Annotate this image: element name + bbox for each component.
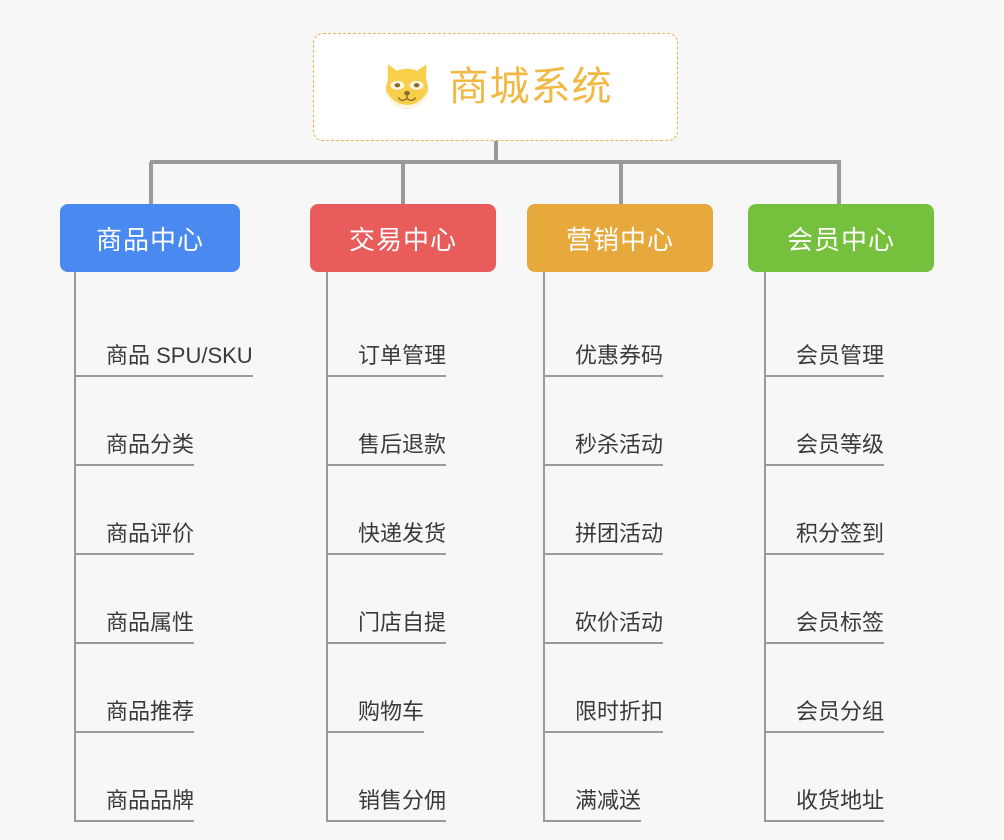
- list-item[interactable]: 商品分类: [76, 377, 280, 466]
- leaf-label: 商品属性: [76, 610, 195, 644]
- list-item[interactable]: 门店自提: [328, 555, 530, 644]
- list-item[interactable]: 商品品牌: [76, 733, 280, 822]
- list-item[interactable]: 售后退款: [328, 377, 530, 466]
- list-item[interactable]: 商品评价: [76, 466, 280, 555]
- category-box-trade-center[interactable]: 交易中心: [310, 204, 496, 272]
- branch-trade-center: 交易中心 订单管理 售后退款 快递发货 门店自提 购物车 销售分佣: [310, 204, 530, 822]
- leaf-label: 会员等级: [766, 432, 885, 466]
- list-item[interactable]: 商品 SPU/SKU: [76, 288, 280, 377]
- leaf-label: 商品推荐: [76, 699, 195, 733]
- list-item[interactable]: 限时折扣: [545, 644, 747, 733]
- list-item[interactable]: 商品推荐: [76, 644, 280, 733]
- leaf-label: 会员分组: [766, 699, 885, 733]
- category-box-member-center[interactable]: 会员中心: [748, 204, 934, 272]
- leaf-label: 拼团活动: [545, 521, 664, 555]
- leaf-label: 商品分类: [76, 432, 195, 466]
- list-item[interactable]: 快递发货: [328, 466, 530, 555]
- leaf-label: 收货地址: [766, 788, 885, 822]
- leaf-list-member-center: 会员管理 会员等级 积分签到 会员标签 会员分组 收货地址: [764, 272, 968, 822]
- root-node[interactable]: 商城系统: [313, 33, 678, 141]
- leaf-label: 商品 SPU/SKU: [76, 343, 253, 377]
- list-item[interactable]: 订单管理: [328, 288, 530, 377]
- leaf-label: 秒杀活动: [545, 432, 664, 466]
- list-item[interactable]: 会员标签: [766, 555, 968, 644]
- leaf-label: 砍价活动: [545, 610, 664, 644]
- list-item[interactable]: 购物车: [328, 644, 530, 733]
- list-item[interactable]: 会员等级: [766, 377, 968, 466]
- leaf-label: 满减送: [545, 788, 642, 822]
- branch-marketing-center: 营销中心 优惠券码 秒杀活动 拼团活动 砍价活动 限时折扣 满减送: [527, 204, 747, 822]
- leaf-list-marketing-center: 优惠券码 秒杀活动 拼团活动 砍价活动 限时折扣 满减送: [543, 272, 747, 822]
- list-item[interactable]: 会员分组: [766, 644, 968, 733]
- root-title: 商城系统: [448, 65, 613, 109]
- leaf-label: 销售分佣: [328, 788, 447, 822]
- leaf-label: 订单管理: [328, 343, 447, 377]
- category-box-product-center[interactable]: 商品中心: [60, 204, 240, 272]
- leaf-label: 优惠券码: [545, 343, 664, 377]
- leaf-label: 购物车: [328, 699, 425, 733]
- leaf-label: 限时折扣: [545, 699, 664, 733]
- branch-product-center: 商品中心 商品 SPU/SKU 商品分类 商品评价 商品属性 商品推荐 商品品牌: [60, 204, 280, 822]
- leaf-label: 会员标签: [766, 610, 885, 644]
- list-item[interactable]: 销售分佣: [328, 733, 530, 822]
- list-item[interactable]: 优惠券码: [545, 288, 747, 377]
- list-item[interactable]: 满减送: [545, 733, 747, 822]
- leaf-label: 商品品牌: [76, 788, 195, 822]
- list-item[interactable]: 砍价活动: [545, 555, 747, 644]
- category-box-marketing-center[interactable]: 营销中心: [527, 204, 713, 272]
- leaf-label: 会员管理: [766, 343, 885, 377]
- list-item[interactable]: 收货地址: [766, 733, 968, 822]
- list-item[interactable]: 拼团活动: [545, 466, 747, 555]
- list-item[interactable]: 秒杀活动: [545, 377, 747, 466]
- leaf-list-product-center: 商品 SPU/SKU 商品分类 商品评价 商品属性 商品推荐 商品品牌: [74, 272, 280, 822]
- leaf-label: 商品评价: [76, 521, 195, 555]
- list-item[interactable]: 积分签到: [766, 466, 968, 555]
- leaf-label: 积分签到: [766, 521, 885, 555]
- leaf-list-trade-center: 订单管理 售后退款 快递发货 门店自提 购物车 销售分佣: [326, 272, 530, 822]
- branch-member-center: 会员中心 会员管理 会员等级 积分签到 会员标签 会员分组 收货地址: [748, 204, 968, 822]
- shiba-dog-face-icon: [385, 64, 428, 109]
- list-item[interactable]: 会员管理: [766, 288, 968, 377]
- leaf-label: 售后退款: [328, 432, 447, 466]
- list-item[interactable]: 商品属性: [76, 555, 280, 644]
- leaf-label: 快递发货: [328, 521, 447, 555]
- leaf-label: 门店自提: [328, 610, 447, 644]
